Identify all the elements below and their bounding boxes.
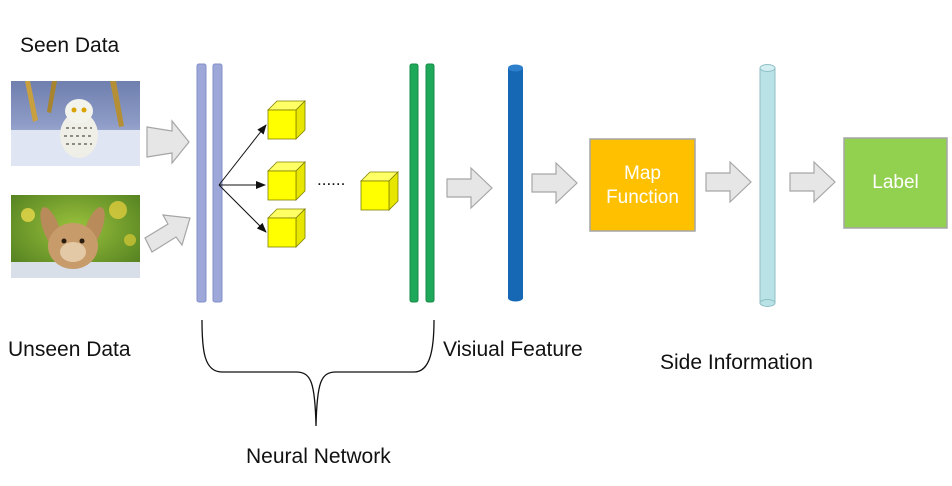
map-function-line1: Map bbox=[624, 163, 661, 184]
label-box-text: Label bbox=[872, 172, 919, 193]
visual-feature-label: Visiual Feature bbox=[443, 338, 583, 361]
neuron-cube-bottom bbox=[267, 208, 306, 248]
map-function-text: Map Function bbox=[590, 162, 695, 210]
neural-network-label: Neural Network bbox=[246, 445, 391, 468]
to-visual-feature-arrow bbox=[446, 166, 493, 210]
to-label-arrow bbox=[789, 160, 836, 204]
map-function-box bbox=[589, 138, 696, 232]
seen-data-image bbox=[11, 81, 140, 166]
output-layer-bar-2 bbox=[425, 63, 435, 303]
neuron-cube-top bbox=[267, 100, 306, 140]
neuron-cube-far bbox=[360, 171, 399, 211]
connection-arrow-bottom bbox=[218, 184, 267, 233]
to-side-information-arrow bbox=[705, 160, 752, 204]
side-information-bar bbox=[759, 64, 776, 307]
visual-feature-bar bbox=[508, 64, 523, 302]
seen-input-arrow bbox=[146, 119, 190, 165]
input-layer-bar-2 bbox=[212, 63, 223, 303]
map-function-line2: Function bbox=[606, 187, 679, 208]
neural-network-brace bbox=[201, 319, 435, 427]
unseen-data-image bbox=[11, 195, 140, 278]
side-information-label: Side Information bbox=[660, 351, 813, 374]
neuron-cube-middle bbox=[267, 161, 306, 201]
seen-data-label: Seen Data bbox=[20, 34, 120, 57]
output-layer-bar-1 bbox=[409, 63, 419, 303]
ellipsis-label: ...... bbox=[317, 170, 346, 189]
label-box bbox=[843, 137, 948, 229]
to-map-function-arrow bbox=[531, 161, 578, 205]
input-layer-bar-1 bbox=[196, 63, 207, 303]
connection-arrow-top bbox=[218, 124, 267, 186]
unseen-data-label: Unseen Data bbox=[8, 338, 131, 361]
unseen-input-arrow bbox=[144, 214, 191, 253]
